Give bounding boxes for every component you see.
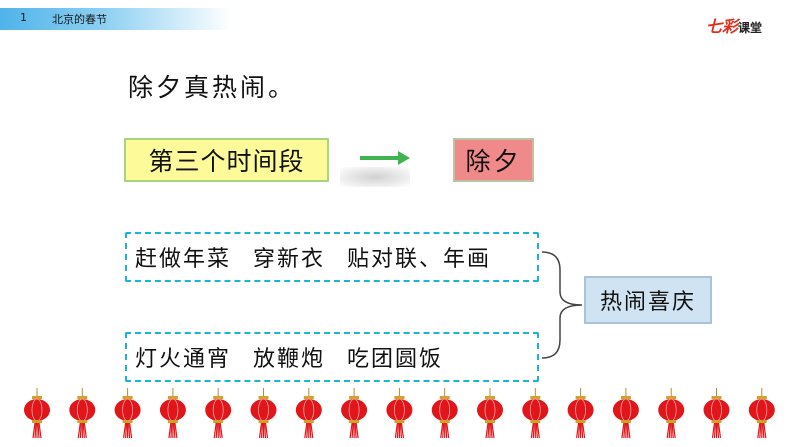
lantern-icon (612, 388, 639, 439)
lantern-icon (341, 388, 368, 439)
lesson-number: 1 (20, 11, 27, 24)
activity-item: 放鞭炮 (253, 347, 326, 372)
lantern-icon (748, 388, 775, 439)
lantern-icon (567, 388, 594, 439)
arrow-shadow (340, 167, 410, 187)
lantern-icon (658, 388, 685, 439)
lantern-icon (431, 388, 458, 439)
activity-item: 灯火通宵 (135, 347, 232, 372)
lantern-icon (250, 388, 277, 439)
logo-red-text: 七彩 (706, 17, 739, 36)
lantern-icon (295, 388, 322, 439)
header-bar (0, 8, 232, 30)
lantern-icon (386, 388, 413, 439)
lesson-title: 北京的春节 (52, 13, 107, 26)
lantern-icon (205, 388, 232, 439)
activity-group-2: 灯火通宵 放鞭炮 吃团圆饭 (125, 332, 539, 382)
lantern-icon (24, 388, 50, 439)
lantern-icon (159, 388, 186, 439)
lantern-icon (703, 388, 730, 439)
activity-group-1: 赶做年菜 穿新衣 贴对联、年画 (125, 232, 539, 282)
activity-item: 穿新衣 (253, 247, 326, 272)
right-arrow-icon (360, 151, 410, 165)
lantern-icon (477, 388, 503, 439)
lantern-icon (522, 388, 549, 439)
time-segment-box: 第三个时间段 (124, 138, 329, 182)
brand-logo: 七彩课堂 (706, 13, 762, 37)
lantern-decoration-row (24, 388, 775, 439)
right-brace-icon (541, 251, 583, 359)
activity-item: 吃团圆饭 (347, 347, 444, 372)
lantern-icon (69, 388, 96, 439)
summary-box: 热闹喜庆 (584, 276, 712, 324)
lantern-icon (114, 388, 141, 439)
activity-item: 贴对联、年画 (347, 247, 492, 272)
intro-sentence: 除夕真热闹。 (128, 73, 297, 102)
new-years-eve-box: 除夕 (453, 138, 534, 182)
activity-item: 赶做年菜 (135, 247, 232, 272)
logo-dark-text: 课堂 (738, 21, 763, 35)
